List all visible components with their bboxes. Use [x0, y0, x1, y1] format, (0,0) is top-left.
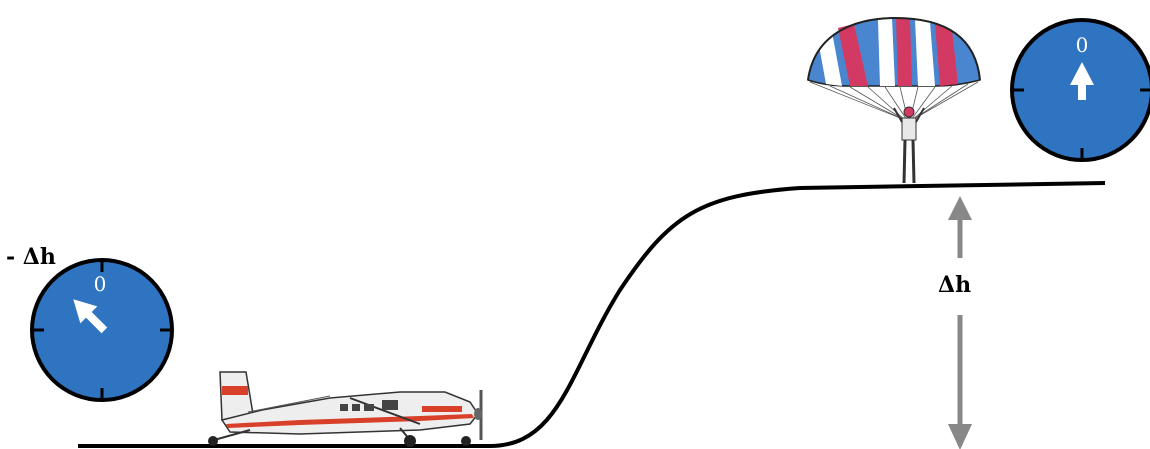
arrowhead-up: [948, 196, 972, 220]
right-dial-zero: 0: [1076, 33, 1089, 57]
height-arrow: [948, 196, 972, 449]
low-altitude-label: - Δh: [6, 244, 56, 270]
left-dial-zero: 0: [94, 272, 107, 296]
height-difference-label: Δh: [938, 272, 971, 298]
parachutist-illustration: [808, 18, 980, 183]
right-altimeter-dial: 0: [1012, 20, 1150, 160]
left-altimeter-dial: 0: [32, 260, 172, 400]
arrowhead-down: [948, 424, 972, 449]
airplane-illustration: [208, 372, 482, 447]
